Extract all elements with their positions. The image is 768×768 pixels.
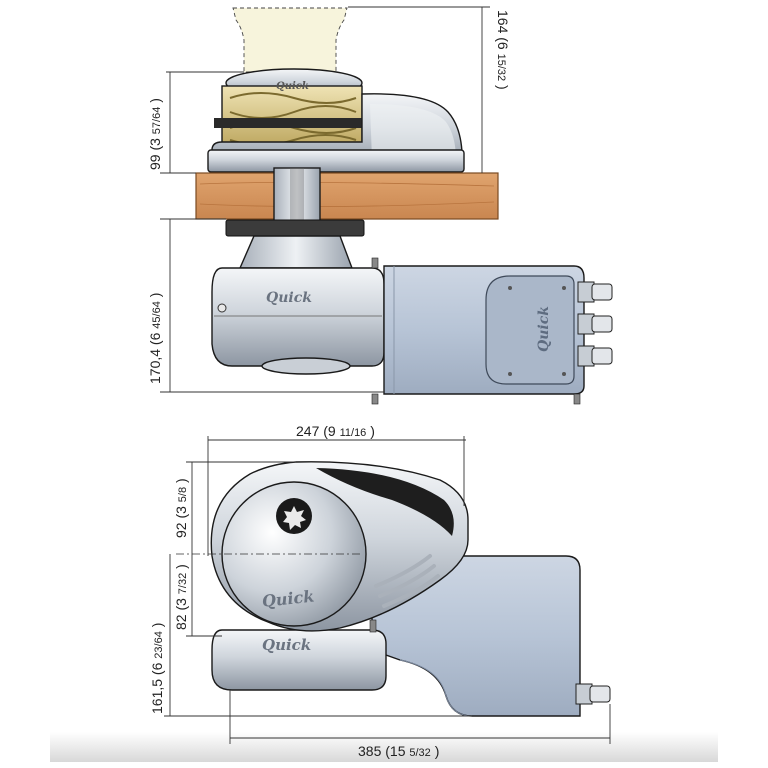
cable-glands <box>577 281 613 367</box>
wood-deck <box>195 172 499 220</box>
top-gearbox-base <box>211 629 387 691</box>
svg-text:82 (3: 82 (3 7/32 ) <box>173 564 189 630</box>
svg-text:164 (6: 164 (6 15/32 ) <box>495 10 511 90</box>
svg-text:92 (3: 92 (3 5/8 ) <box>173 478 189 538</box>
dim-side-lower: 170,4 (6 45/64 ) <box>147 293 163 384</box>
dim-top-middle: 82 (3 7/32 ) <box>173 564 189 630</box>
side-view: Quick Quick Quick <box>147 6 613 405</box>
gypsy-wheel: Quick <box>214 68 368 149</box>
top-cable-gland <box>575 683 611 705</box>
dim-top-upper: 92 (3 5/8 ) <box>173 478 189 538</box>
top-view: Quick Quick 247 <box>50 423 718 762</box>
housing-slot <box>316 468 454 536</box>
dim-top-total: 385 (15 5/32 ) <box>358 743 439 759</box>
dim-top-width: 247 (9 11/16 ) <box>296 423 375 439</box>
dim-top-lower: 161,5 (6 23/64 ) <box>149 623 165 714</box>
dim-side-top: 164 (6 15/32 ) <box>495 10 511 90</box>
floor-shadow <box>50 732 718 762</box>
ghost-capstan-outline <box>232 7 348 73</box>
gearbox-housing <box>211 267 385 367</box>
cover-base-plate <box>207 149 465 173</box>
svg-text:99 (3: 99 (3 57/64 ) <box>147 98 163 170</box>
gearbox-neck <box>238 235 354 269</box>
star-socket-icon <box>283 506 306 530</box>
gypsy-brand-text: Quick <box>276 81 309 92</box>
motor-terminal-cover <box>485 275 575 385</box>
base-brand-text: Quick <box>262 636 311 654</box>
svg-text:161,5 (6: 161,5 (6 23/64 ) <box>149 623 165 714</box>
side-dimension-lines <box>160 6 490 393</box>
svg-text:170,4 (6: 170,4 (6 45/64 ) <box>147 293 163 384</box>
cover-brand-text: Quick <box>536 306 552 352</box>
housing-brand-text: Quick <box>266 290 312 306</box>
top-dimension-lines <box>164 436 611 744</box>
dim-side-upper: 99 (3 57/64 ) <box>147 98 163 170</box>
gearbox-flange <box>225 219 365 237</box>
